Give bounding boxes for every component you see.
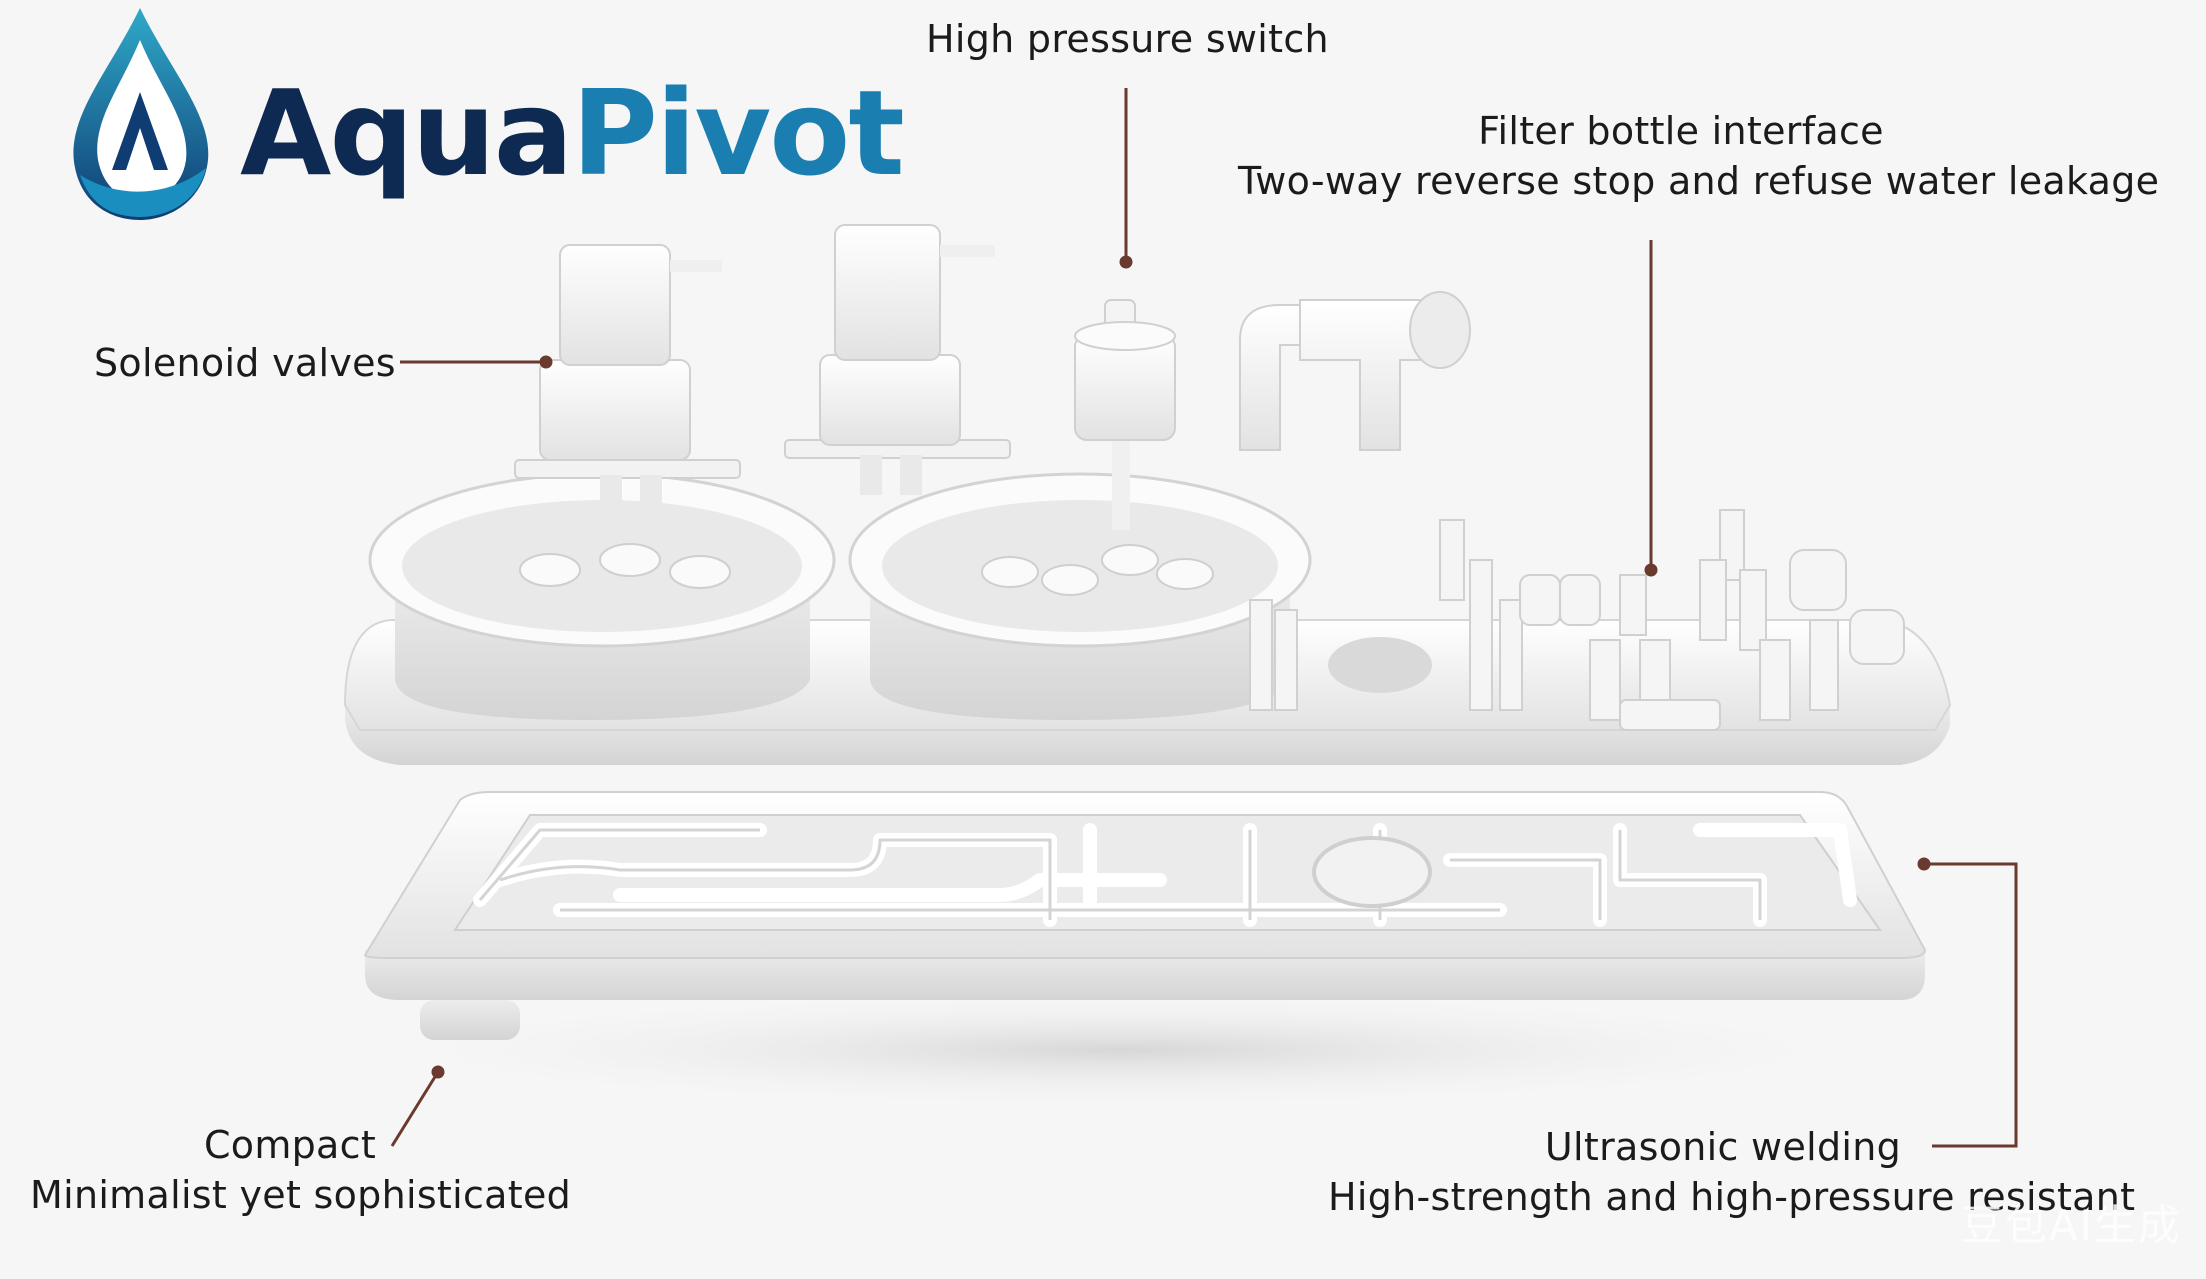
- filter-cup-left: [368, 472, 836, 720]
- elbow-fitting: [1239, 291, 1471, 451]
- label-filter-interface-line1: Filter bottle interface: [1478, 109, 1884, 153]
- water-drop-logo-icon: [73, 8, 209, 220]
- filter-cup-right: [848, 440, 1312, 720]
- label-welding-line2: High-strength and high-pressure resistan…: [1328, 1175, 2136, 1220]
- leader-lines: [390, 88, 2018, 1148]
- brand-logo-text: AquaPivot: [240, 64, 905, 202]
- brand-name-part1: Aqua: [240, 64, 573, 202]
- ai-watermark: 豆包AI生成: [1960, 1201, 2182, 1250]
- label-filter-interface: Filter bottle interface Two-way reverse …: [1238, 106, 2160, 206]
- label-high-pressure-switch: High pressure switch: [926, 17, 1329, 61]
- label-compact-line1: Compact: [203, 1123, 377, 1167]
- label-welding-line1: Ultrasonic welding: [1544, 1125, 1902, 1169]
- brand-name-part2: Pivot: [571, 64, 904, 202]
- label-filter-interface-line2: Two-way reverse stop and refuse water le…: [1238, 159, 2160, 204]
- label-solenoid-valves: Solenoid valves: [94, 341, 396, 385]
- channel-plate: [363, 791, 1927, 1040]
- label-ultrasonic-welding: Ultrasonic welding High-strength and hig…: [1328, 1122, 2136, 1222]
- floor-shadow: [340, 990, 1900, 1110]
- solenoid-valve-right: [784, 224, 1011, 495]
- label-compact: Compact Minimalist yet sophisticated: [30, 1120, 572, 1220]
- high-pressure-switch: [1074, 299, 1176, 441]
- solenoid-valve-left: [514, 244, 741, 515]
- connector-bosses: [1249, 509, 1905, 731]
- top-plate: [343, 224, 1952, 765]
- label-compact-line2: Minimalist yet sophisticated: [30, 1173, 572, 1218]
